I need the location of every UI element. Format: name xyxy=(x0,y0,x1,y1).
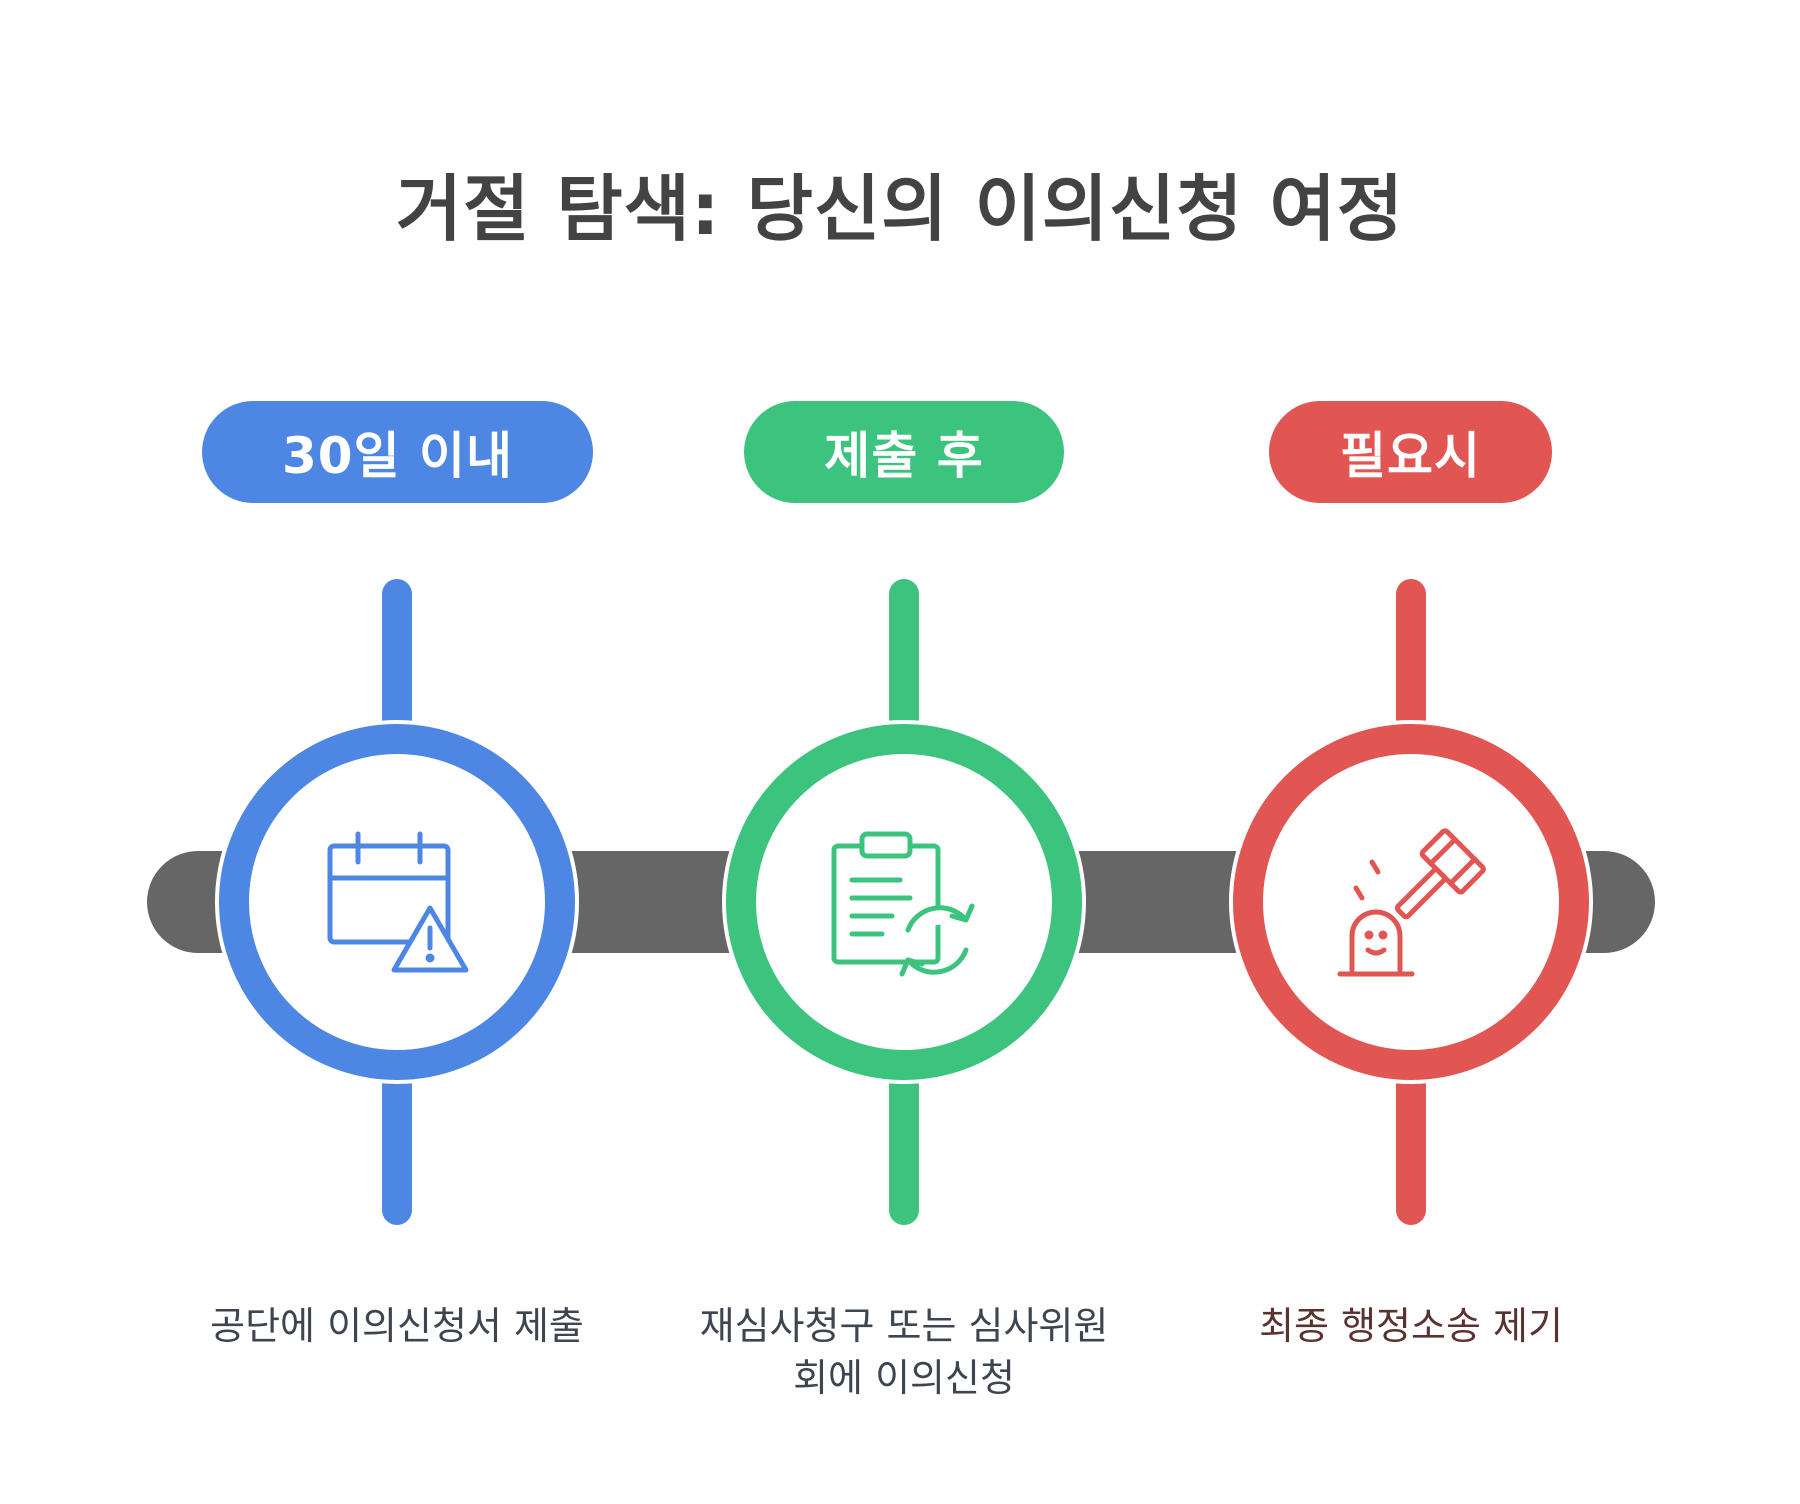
stage-1-label: 30일 이내 xyxy=(202,401,593,503)
clipboard-refresh-icon xyxy=(831,831,975,977)
stage-1-description: 공단에 이의신청서 제출 xyxy=(210,1304,584,1348)
stage-3-node xyxy=(1229,579,1593,1225)
stage-1-node xyxy=(215,579,579,1225)
stage-3-description: 최종 행정소송 제기 xyxy=(1259,1304,1563,1348)
stage-2-label: 제출 후 xyxy=(744,401,1064,503)
gavel-siren-icon xyxy=(1337,828,1486,977)
page-title: 거절 탐색: 당신의 이의신청 여정 xyxy=(395,167,1405,251)
stage-2-node xyxy=(722,579,1086,1225)
stage-2-description: 재심사청구 또는 심사위원회에 이의신청 xyxy=(699,1304,1109,1400)
stage-3-label: 필요시 xyxy=(1269,401,1552,503)
calendar-warning-icon xyxy=(327,831,469,973)
